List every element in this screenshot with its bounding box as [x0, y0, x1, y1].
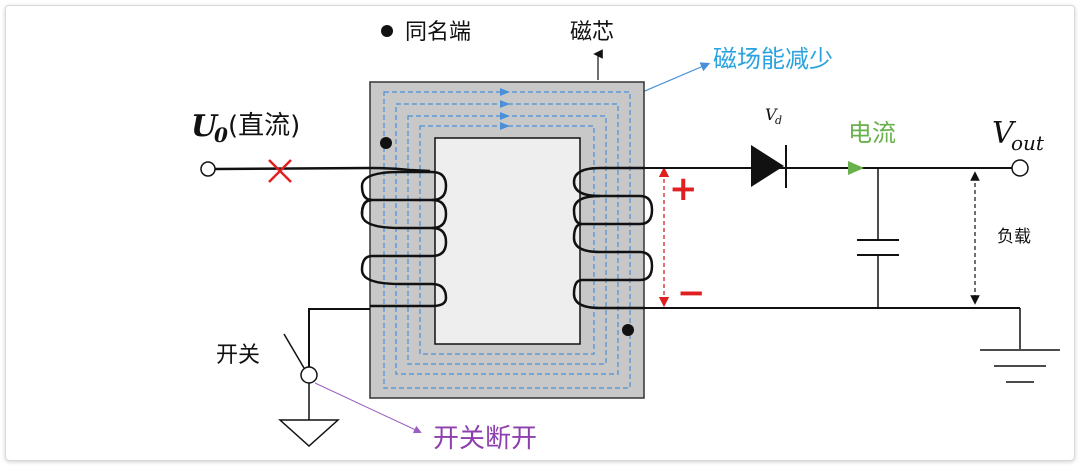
legend-dot-label: 同名端 — [405, 20, 471, 45]
secondary-winding — [572, 166, 654, 310]
current-label: 电流 — [848, 119, 896, 147]
field-decrease-label: 磁场能减少 — [713, 45, 833, 73]
output-terminal — [1011, 159, 1029, 177]
dot-legend-icon — [381, 25, 393, 37]
input-voltage-sub: 0 — [214, 123, 228, 147]
secondary-dot-marker — [622, 324, 634, 336]
switch-ground-icon — [278, 419, 340, 448]
core-label: 磁芯 — [570, 20, 614, 45]
output-ground-icon — [980, 349, 1060, 383]
switch-contact — [300, 366, 318, 384]
diode-label-sub: d — [775, 114, 782, 127]
input-wire — [214, 166, 431, 173]
load-label: 负载 — [997, 227, 1031, 247]
flux-direction-arrows — [500, 88, 510, 130]
primary-winding — [360, 170, 448, 308]
diode-icon — [751, 145, 787, 188]
diode-label: V — [765, 105, 778, 124]
input-voltage-var: U — [191, 109, 219, 144]
polarity-minus: − — [677, 273, 706, 313]
output-voltage-var: V — [992, 116, 1017, 151]
primary-dot-marker — [380, 137, 392, 149]
switch-off-pointer — [314, 382, 422, 434]
switch-blade — [283, 333, 305, 369]
current-direction-arrow — [848, 161, 864, 175]
input-voltage-desc: (直流) — [228, 111, 300, 141]
polarity-plus: + — [669, 169, 698, 209]
input-terminal — [200, 161, 216, 177]
primary-return-wire — [308, 308, 370, 368]
open-circuit-cross-icon — [268, 159, 292, 183]
switch-off-label: 开关断开 — [433, 424, 537, 454]
core-window — [434, 137, 581, 345]
output-voltage-sub: out — [1011, 131, 1045, 155]
switch-label: 开关 — [216, 343, 260, 368]
